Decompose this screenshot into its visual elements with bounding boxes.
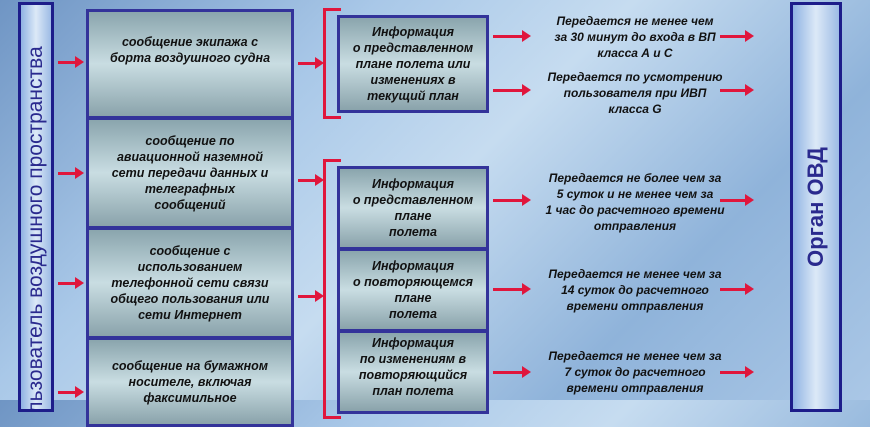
arrow (298, 290, 324, 302)
arrow (720, 30, 754, 42)
arrow (298, 174, 324, 186)
source-box-crew: сообщение экипажа с борта воздушного суд… (86, 9, 294, 119)
info-box-current-plan: Информация о представленном плане полета… (337, 15, 489, 113)
info-box-submitted-plan: Информация о представленном плане полета (337, 166, 489, 250)
arrow (58, 277, 84, 289)
arrow (493, 366, 531, 378)
source-box-paper: сообщение на бумажном носителе, включая … (86, 337, 294, 427)
atc-unit-label: Орган ОВД (803, 147, 829, 267)
note-30-min: Передается не менее чем за 30 минут до в… (554, 14, 716, 60)
arrow (493, 84, 531, 96)
arrow (720, 283, 754, 295)
arrow (720, 194, 754, 206)
arrow (58, 56, 84, 68)
airspace-user-label: Пользователь воздушного пространства (24, 46, 47, 412)
arrow (720, 84, 754, 96)
atc-unit-bar: Орган ОВД (790, 2, 842, 412)
arrow (298, 57, 324, 69)
airspace-user-bar: Пользователь воздушного пространства (18, 2, 54, 412)
info-box-repetitive-changes: Информация по изменениям в повторяющийся… (337, 330, 489, 414)
arrow (58, 167, 84, 179)
note-7-days: Передается не менее чем за 7 суток до ра… (548, 349, 722, 395)
info-box-repetitive-plan: Информация о повторяющемся плане полета (337, 248, 489, 332)
source-box-phone: сообщение с использованием телефонной се… (86, 227, 294, 339)
arrow (58, 386, 84, 398)
note-14-days: Передается не менее чем за 14 суток до р… (548, 267, 722, 313)
note-5-days: Передается не более чем за 5 суток и не … (545, 171, 725, 233)
arrow (493, 30, 531, 42)
arrow (720, 366, 754, 378)
arrow (493, 283, 531, 295)
bracket (323, 8, 341, 119)
source-box-network: сообщение по авиационной наземной сети п… (86, 117, 294, 229)
note-class-g: Передается по усмотрению пользователя пр… (547, 70, 723, 116)
arrow (493, 194, 531, 206)
